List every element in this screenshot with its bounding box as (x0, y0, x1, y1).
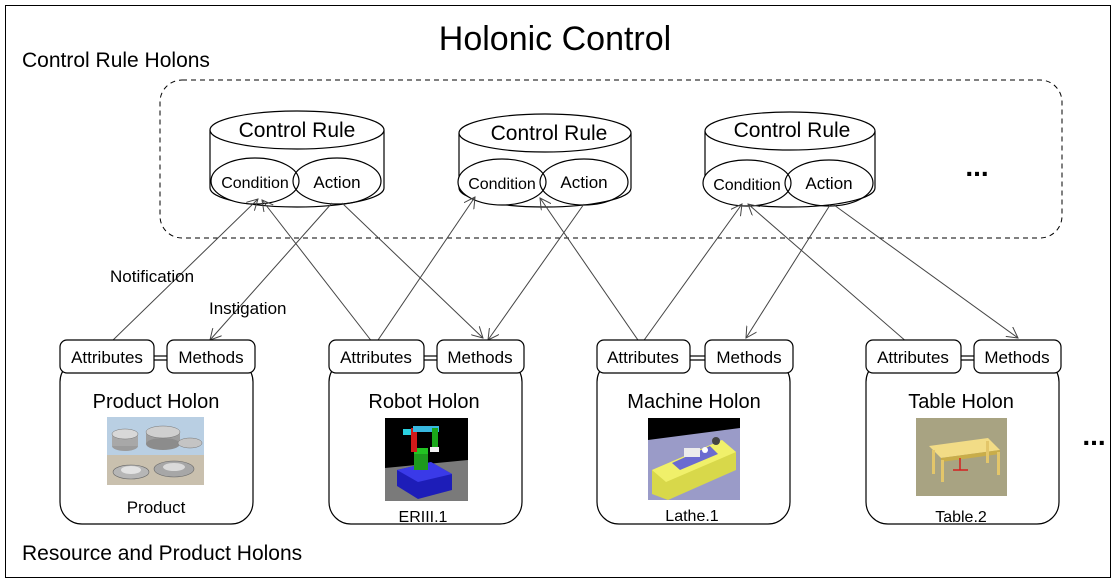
notification-arrow (375, 197, 475, 344)
condition-ellipse (457, 158, 547, 206)
methods-box (436, 339, 525, 374)
control-rule-title: Control Rule (491, 122, 608, 145)
control-rule-1: Control Rule Condition Action (209, 110, 385, 208)
control-rule-2: Control Rule Condition Action (457, 113, 632, 208)
notification-arrow (748, 204, 909, 344)
robot-3d-model (385, 418, 468, 501)
action-label: Action (560, 173, 607, 192)
notification-arrow (540, 198, 641, 344)
machine-holon: Attributes Methods Machine Holon Lathe.1 (596, 339, 794, 525)
attributes-box (328, 339, 425, 374)
methods-box (704, 339, 794, 374)
action-label: Action (805, 174, 852, 193)
instigation-arrow (746, 204, 831, 338)
action-ellipse (539, 158, 629, 206)
control-rule-holons-label: Control Rule Holons (22, 49, 210, 72)
instigation-edge-label: Instigation (209, 299, 287, 318)
table-3d-model (916, 418, 1007, 496)
attributes-label: Attributes (71, 348, 143, 367)
condition-label: Condition (713, 177, 781, 194)
notification-edge-label: Notification (110, 267, 194, 286)
methods-label: Methods (984, 348, 1049, 367)
table-holon: Attributes Methods Table Holon Table.2 (865, 339, 1062, 526)
methods-label: Methods (447, 348, 512, 367)
cylinder-top (209, 110, 385, 150)
methods-box (166, 339, 256, 374)
resource-product-holons-label: Resource and Product Holons (22, 542, 302, 565)
attributes-box (59, 339, 155, 374)
methods-box (973, 339, 1062, 374)
notification-arrow (641, 204, 742, 344)
methods-label: Methods (716, 348, 781, 367)
control-rules-ellipsis: ... (965, 151, 988, 182)
arrows (109, 197, 1018, 344)
instigation-arrow (833, 204, 1018, 338)
action-label: Action (313, 173, 360, 192)
control-rule-title: Control Rule (239, 119, 356, 142)
lathe-3d-model (648, 418, 740, 500)
holon-name: Product Holon (93, 391, 220, 413)
holon-name: Machine Holon (627, 391, 760, 413)
instigation-arrow (488, 203, 585, 340)
attributes-label: Attributes (607, 348, 679, 367)
product-holon: Attributes Methods Product Holon Product (59, 339, 256, 525)
methods-label: Methods (178, 348, 243, 367)
robot-holon: Attributes Methods Robot Holon ERIII.1 (328, 339, 525, 526)
attributes-label: Attributes (340, 348, 412, 367)
holons-ellipsis: ... (1082, 420, 1105, 451)
product-photo (107, 417, 204, 485)
attributes-label: Attributes (877, 348, 949, 367)
holon-caption: Product (127, 498, 186, 517)
holon-name: Table Holon (908, 391, 1014, 413)
action-ellipse (292, 157, 382, 205)
holon-caption: ERIII.1 (399, 509, 448, 526)
condition-label: Condition (468, 176, 536, 193)
holon-caption: Lathe.1 (665, 508, 718, 525)
condition-label: Condition (221, 175, 289, 192)
diagram-title: Holonic Control (439, 20, 671, 58)
cylinder-top (704, 111, 876, 151)
notification-arrow (109, 199, 258, 344)
attributes-box (596, 339, 691, 374)
condition-ellipse (702, 159, 792, 207)
holon-caption: Table.2 (935, 509, 987, 526)
instigation-arrow (210, 202, 333, 340)
attributes-box (865, 339, 962, 374)
instigation-arrow (341, 202, 483, 338)
holon-name: Robot Holon (368, 391, 479, 413)
notification-arrow (262, 200, 374, 344)
control-rule-container (159, 79, 1063, 239)
control-rule-title: Control Rule (734, 119, 851, 142)
cylinder-top (458, 113, 632, 153)
control-rule-3: Control Rule Condition Action (702, 111, 876, 208)
